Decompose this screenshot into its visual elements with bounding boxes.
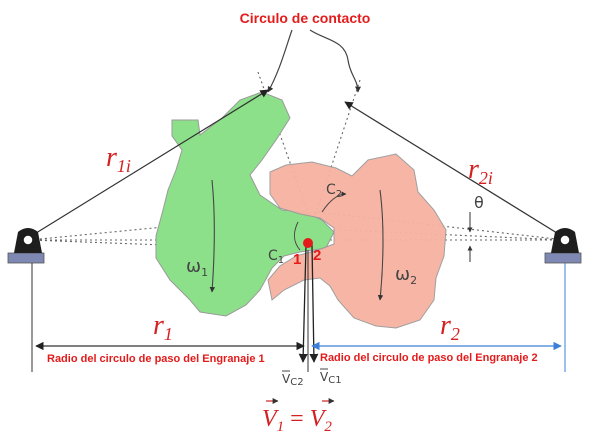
label-r2: r2: [440, 310, 460, 344]
omega2-arrow: [377, 189, 384, 301]
title-leader-left: [267, 29, 293, 93]
c2-arc: [321, 191, 347, 213]
gear-1-body: [155, 91, 335, 317]
label-omega1: ω1: [186, 256, 208, 279]
label-theta: θ: [474, 193, 484, 212]
gear-2-body: [267, 153, 447, 329]
contact-point: [303, 238, 313, 248]
c1-arc: [294, 221, 301, 251]
label-vc2: VC2: [282, 372, 304, 388]
diagram-title: Circulo de contacto: [240, 10, 371, 26]
svg-text:V1=V2: V1=V2: [262, 406, 332, 435]
omega1-arrow: [209, 179, 216, 293]
label-radius-gear-2: Radio del circulo de paso del Engranaje …: [320, 352, 538, 364]
velocity-equation: V1=V2: [262, 398, 335, 435]
label-c1: C1: [268, 248, 284, 266]
title-leader-right: [309, 29, 361, 93]
line-r2i: [344, 101, 566, 239]
label-omega2: ω2: [395, 264, 417, 287]
label-r1i: r1i: [106, 142, 131, 176]
label-r1: r1: [153, 310, 173, 344]
label-radius-gear-1: Radio del circulo de paso del Engranaje …: [47, 353, 265, 365]
label-c2: C2: [326, 182, 342, 200]
pivot-left: [7, 228, 45, 264]
label-r2i: r2i: [468, 154, 493, 188]
line-r1i: [27, 89, 269, 239]
label-point-2: 2: [313, 247, 321, 264]
label-point-1: 1: [293, 251, 301, 268]
pivot-right: [544, 228, 582, 264]
label-vc1: VC1: [320, 370, 342, 386]
